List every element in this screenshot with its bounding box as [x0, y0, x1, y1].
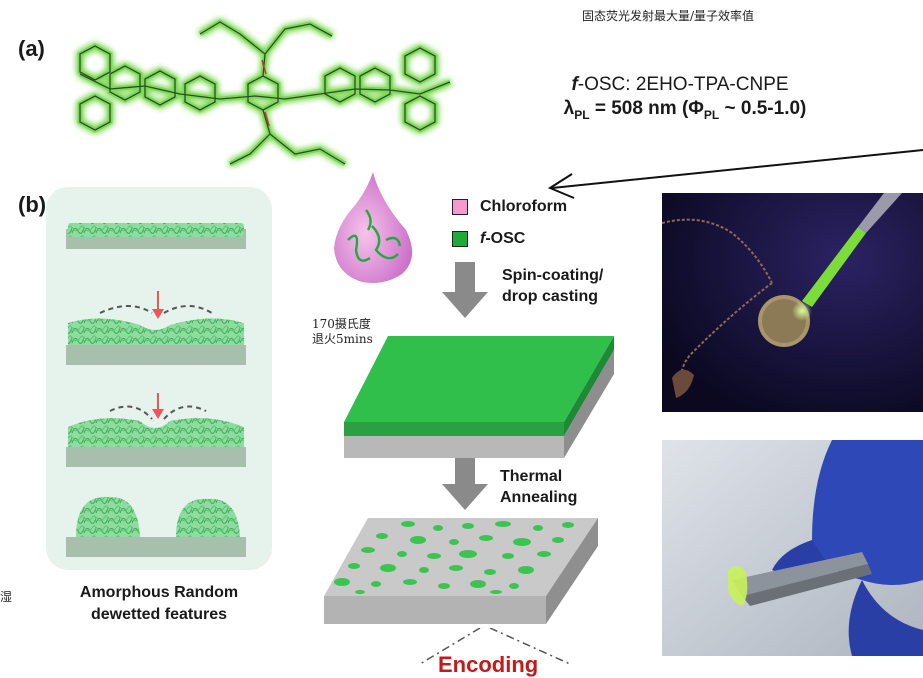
step-thermal-annealing: Thermal Annealing [500, 466, 577, 508]
osc-prefix: f [571, 74, 578, 95]
molecule-structure [77, 19, 451, 167]
pointer-arrow [547, 149, 923, 199]
solution-droplet [334, 172, 413, 283]
caption-line-2: dewetted features [90, 606, 228, 623]
osc-name: f-OSC: 2EHO-TPA-CNPE [470, 74, 890, 96]
lambda-symbol: λ [563, 98, 575, 119]
osc-rest: -OSC: 2EHO-TPA-CNPE [577, 74, 789, 95]
step-spin-line-2: drop casting [502, 288, 599, 305]
step-anneal-line-1: Thermal [500, 468, 563, 485]
panel-label-b: (b) [18, 192, 47, 217]
legend-chloroform: Chloroform [452, 198, 567, 216]
annotation-top: 固态荧光发射最大量/量子效率值 [582, 9, 755, 23]
dewetting-stages [66, 223, 246, 557]
osc-swatch [452, 231, 468, 247]
down-arrow-anneal [442, 456, 488, 510]
emission-value: λPL = 508 nm (ΦPL ~ 0.5-1.0) [455, 98, 915, 122]
photo-uv-pen [662, 193, 923, 412]
annotation-anneal-time: 退火5mins [312, 332, 373, 346]
encoding-bracket [419, 628, 571, 665]
legend-osc-prefix: f [480, 230, 486, 247]
caption-line-1: Amorphous Random [79, 584, 239, 601]
step-spin-line-1: Spin-coating/ [502, 267, 604, 284]
lambda-sub: PL [574, 107, 590, 122]
green-film-slab [344, 336, 614, 458]
legend: Chloroform f-OSC [452, 198, 567, 248]
dewetted-slab [324, 518, 598, 624]
annotation-anneal: 170摄氏度 退火5mins [312, 317, 373, 347]
phi-sub: PL [703, 107, 720, 122]
step-spin-coating: Spin-coating/ drop casting [502, 265, 603, 307]
legend-osc-label: f-OSC [480, 230, 525, 248]
encoding-label: Encoding [438, 652, 539, 677]
chloroform-swatch [452, 199, 468, 215]
legend-osc: f-OSC [452, 230, 567, 248]
panel-label-a: (a) [18, 36, 45, 61]
annotation-anneal-temp: 170摄氏度 [312, 317, 371, 331]
legend-osc-rest: -OSC [485, 230, 526, 247]
uv-pen-scene [662, 193, 923, 412]
legend-chloroform-label: Chloroform [480, 198, 568, 215]
gloved-hand-scene [662, 440, 923, 656]
emission-tail: ~ 0.5-1.0) [719, 98, 807, 119]
photo-gloved-hand [662, 440, 923, 656]
down-arrow-spin [442, 262, 488, 318]
dewetting-panel [46, 187, 272, 570]
step-anneal-line-2: Annealing [500, 489, 578, 506]
emission-equals: = 508 nm (Φ [589, 98, 704, 119]
annotation-left-edge: 湿 [0, 590, 13, 604]
dewetting-caption: Amorphous Random dewetted features [46, 582, 272, 626]
